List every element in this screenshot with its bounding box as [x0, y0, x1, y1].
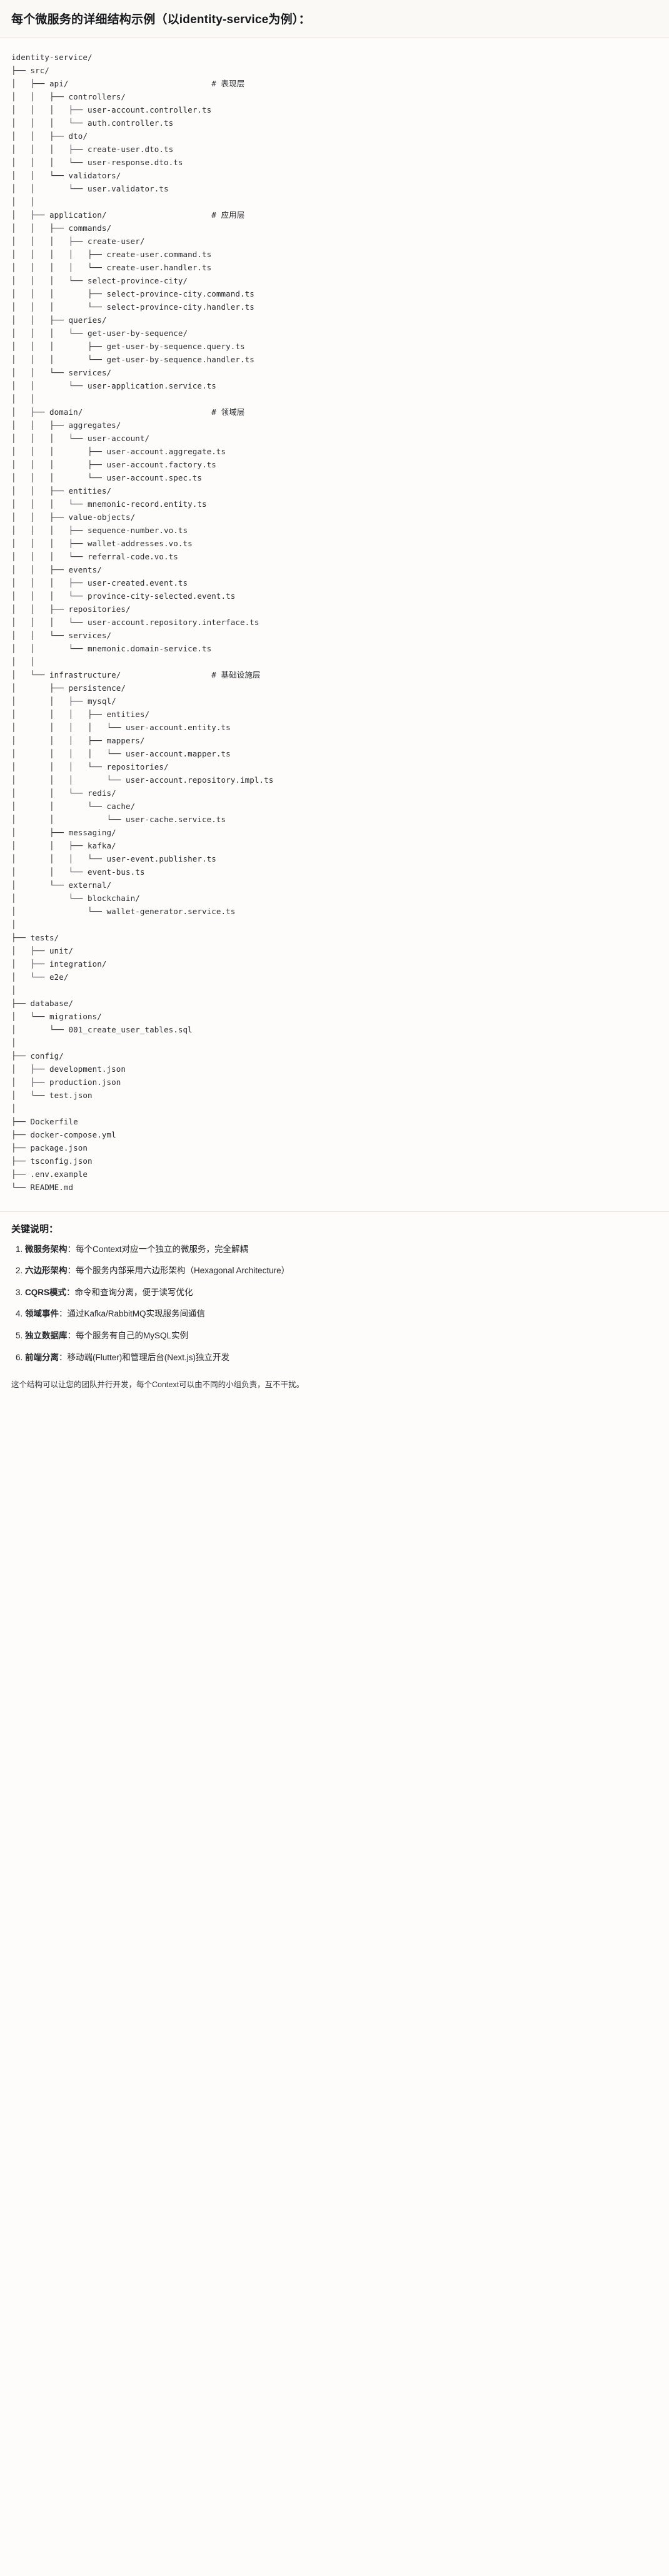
note-key: 微服务架构: [25, 1244, 68, 1254]
key-notes-section: 关键说明： 微服务架构：每个Context对应一个独立的微服务，完全解耦 六边形…: [0, 1212, 669, 1377]
note-body: 每个Context对应一个独立的微服务，完全解耦: [76, 1244, 249, 1254]
note-key: 六边形架构: [25, 1266, 68, 1276]
note-body: 移动端(Flutter)和管理后台(Next.js)独立开发: [67, 1352, 230, 1362]
list-item: 前端分离：移动端(Flutter)和管理后台(Next.js)独立开发: [25, 1351, 658, 1365]
key-notes-list: 微服务架构：每个Context对应一个独立的微服务，完全解耦 六边形架构：每个服…: [11, 1243, 658, 1365]
list-item: 六边形架构：每个服务内部采用六边形架构（Hexagonal Architectu…: [25, 1264, 658, 1278]
note-separator: ：: [59, 1309, 68, 1319]
section-divider: [0, 1211, 669, 1212]
page-title: 每个微服务的详细结构示例（以identity-service为例）：: [0, 0, 669, 38]
note-separator: ：: [67, 1266, 76, 1276]
list-item: 独立数据库：每个服务有自己的MySQL实例: [25, 1329, 658, 1343]
note-body: 通过Kafka/RabbitMQ实现服务间通信: [67, 1309, 206, 1319]
document-page: 每个微服务的详细结构示例（以identity-service为例）： ident…: [0, 0, 669, 1405]
note-separator: ：: [67, 1330, 76, 1340]
note-key: CQRS模式: [25, 1287, 67, 1297]
closing-paragraph: 这个结构可以让您的团队并行开发，每个Context可以由不同的小组负责，互不干扰…: [11, 1380, 304, 1390]
directory-tree-block: identity-service/ ├── src/ │ ├── api/ # …: [0, 38, 669, 1203]
list-item: CQRS模式：命令和查询分离，便于读写优化: [25, 1286, 658, 1300]
note-body: 每个服务内部采用六边形架构（Hexagonal Architecture）: [76, 1266, 290, 1276]
note-body: 命令和查询分离，便于读写优化: [74, 1287, 193, 1297]
note-key: 独立数据库: [25, 1330, 68, 1340]
note-separator: ：: [59, 1352, 68, 1362]
note-separator: ：: [67, 1244, 76, 1254]
directory-tree: identity-service/ ├── src/ │ ├── api/ # …: [11, 52, 274, 1192]
note-separator: ：: [66, 1287, 75, 1297]
list-item: 微服务架构：每个Context对应一个独立的微服务，完全解耦: [25, 1243, 658, 1256]
note-key: 领域事件: [25, 1309, 59, 1319]
key-notes-heading: 关键说明：: [11, 1223, 59, 1235]
note-key: 前端分离: [25, 1352, 59, 1362]
note-body: 每个服务有自己的MySQL实例: [76, 1330, 189, 1340]
list-item: 领域事件：通过Kafka/RabbitMQ实现服务间通信: [25, 1307, 658, 1321]
